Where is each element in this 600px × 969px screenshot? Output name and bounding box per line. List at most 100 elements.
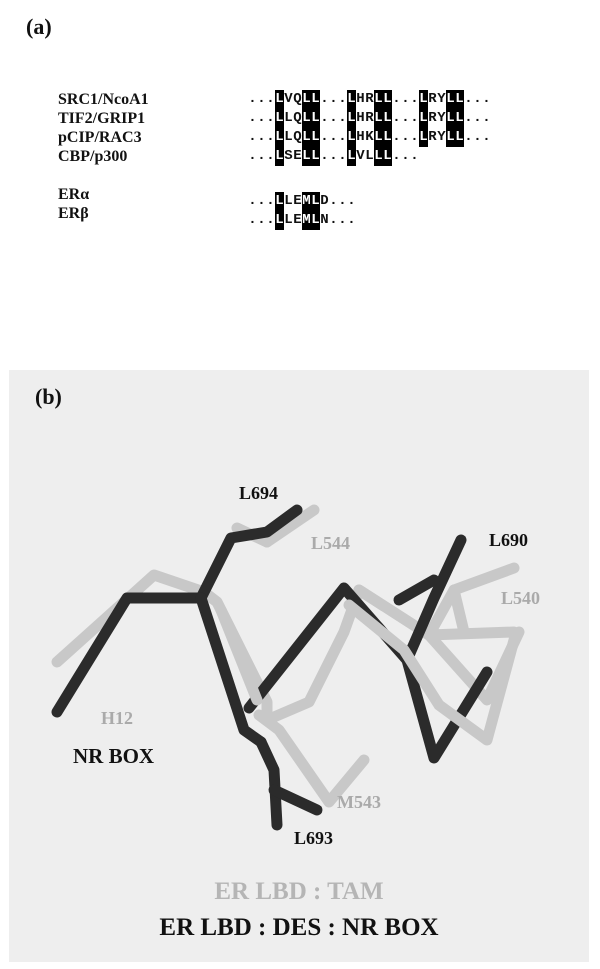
residue-label-l540: L540	[501, 588, 541, 608]
helix-label-h12: H12	[101, 708, 134, 728]
residue-label-l693: L693	[294, 828, 334, 848]
residue: .	[248, 148, 257, 164]
conserved-residue: L	[302, 147, 311, 166]
conserved-residue: L	[311, 211, 320, 230]
sequence-name: CBP/p300	[58, 148, 128, 165]
conserved-residue: L	[455, 109, 464, 128]
conserved-residue: L	[275, 147, 284, 166]
residue: .	[347, 193, 356, 209]
conserved-residue: L	[275, 192, 284, 211]
residue: .	[248, 91, 257, 107]
conserved-residue: L	[302, 90, 311, 109]
residue: .	[401, 110, 410, 126]
sequence-row: ...LSELL...LVLLL...	[248, 147, 491, 166]
residue: Q	[293, 110, 302, 126]
residue: .	[257, 110, 266, 126]
sequence-row: ...LLEMLD...	[248, 192, 491, 211]
residue-label-l690: L690	[489, 530, 529, 550]
residue: .	[482, 110, 491, 126]
residue: E	[293, 212, 302, 228]
residue: R	[428, 110, 437, 126]
residue: .	[401, 148, 410, 164]
sequence-name: ERα	[58, 186, 90, 203]
residue: .	[329, 91, 338, 107]
residue: .	[392, 129, 401, 145]
sequence-row: ...LLQLL...LHRLL...LRYLL...	[248, 109, 491, 128]
residue: L	[284, 129, 293, 145]
conserved-residue: L	[275, 211, 284, 230]
conserved-residue: L	[383, 109, 392, 128]
residue: L	[284, 212, 293, 228]
residue: .	[473, 91, 482, 107]
conserved-residue: L	[311, 90, 320, 109]
residue: .	[329, 148, 338, 164]
conserved-residue: L	[302, 109, 311, 128]
residue: .	[320, 129, 329, 145]
residue: V	[284, 91, 293, 107]
residue: .	[392, 110, 401, 126]
residue: .	[266, 212, 275, 228]
legend-des-nr-box: ER LBD : DES : NR BOX	[159, 914, 439, 941]
sequence-name: pCIP/RAC3	[58, 129, 142, 146]
conserved-residue: L	[419, 109, 428, 128]
conserved-residue: L	[383, 128, 392, 147]
residue: .	[266, 148, 275, 164]
residue: N	[320, 212, 329, 228]
sequence-name: ERβ	[58, 205, 89, 222]
residue: .	[257, 91, 266, 107]
conserved-residue: L	[374, 147, 383, 166]
residue: .	[464, 110, 473, 126]
residue-label-l694: L694	[239, 483, 279, 503]
residue: .	[266, 193, 275, 209]
residue: Y	[437, 110, 446, 126]
sequence-row: ...LVQLL...LHRLL...LRYLL...	[248, 90, 491, 109]
conserved-residue: L	[347, 90, 356, 109]
residue: .	[401, 129, 410, 145]
nr-box-label: NR BOX	[73, 744, 155, 768]
conserved-residue: L	[311, 147, 320, 166]
residue: R	[365, 110, 374, 126]
residue: R	[428, 91, 437, 107]
panel-b-label: (b)	[35, 384, 62, 409]
conserved-residue: L	[446, 128, 455, 147]
residue: .	[248, 110, 257, 126]
conserved-residue: L	[383, 147, 392, 166]
conserved-residue: L	[275, 109, 284, 128]
conserved-residue: L	[419, 90, 428, 109]
residue: H	[356, 110, 365, 126]
sequence-row: ...LLQLL...LHKLL...LRYLL...	[248, 128, 491, 147]
residue: .	[257, 148, 266, 164]
residue: .	[464, 129, 473, 145]
residue: R	[428, 129, 437, 145]
residue: .	[248, 193, 257, 209]
residue: .	[248, 129, 257, 145]
residue: .	[320, 91, 329, 107]
tam-foreground-trace	[215, 599, 520, 746]
structure-overlay	[51, 504, 525, 831]
residue: S	[284, 148, 293, 164]
conserved-residue: L	[275, 128, 284, 147]
residue: .	[410, 91, 419, 107]
sequence-alignment: ...LVQLL...LHRLL...LRYLL... ...LLQLL...L…	[248, 90, 491, 230]
conserved-residue: L	[455, 128, 464, 147]
conserved-residue: L	[374, 109, 383, 128]
conserved-residue: M	[302, 192, 311, 211]
residue: .	[257, 212, 266, 228]
conserved-residue: L	[374, 128, 383, 147]
conserved-residue: L	[446, 109, 455, 128]
residue: .	[482, 91, 491, 107]
conserved-residue: L	[455, 90, 464, 109]
residue: E	[293, 148, 302, 164]
residue: D	[320, 193, 329, 209]
residue: .	[257, 129, 266, 145]
residue: .	[338, 212, 347, 228]
residue: .	[410, 129, 419, 145]
sequence-names: SRC1/NcoA1 TIF2/GRIP1 pCIP/RAC3 CBP/p300…	[58, 90, 149, 223]
residue: L	[284, 110, 293, 126]
sequence-row: ...LLEMLN...	[248, 211, 491, 230]
conserved-residue: L	[446, 90, 455, 109]
panel-a: (a) SRC1/NcoA1 TIF2/GRIP1 pCIP/RAC3 CBP/…	[0, 0, 600, 370]
residue: Y	[437, 91, 446, 107]
residue: .	[338, 193, 347, 209]
residue: .	[329, 110, 338, 126]
